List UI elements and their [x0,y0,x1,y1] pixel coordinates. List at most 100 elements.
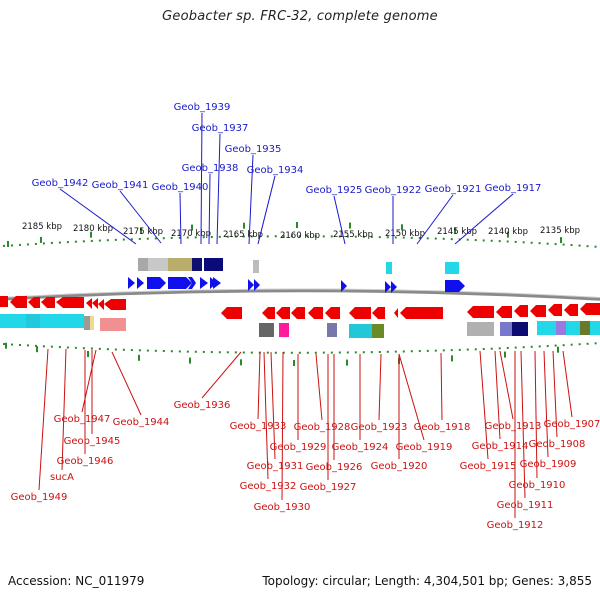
scale-tick-label: 2180 kbp [73,224,113,234]
gene-label: Geob_1918 [414,422,471,433]
gene-label: Geob_1931 [247,461,304,472]
gene-arrow-reverse [394,308,398,318]
gene-label-leader [61,348,67,471]
gene-label: Geob_1930 [254,502,311,513]
annotation-box [148,258,168,271]
scale-tick-label: 2185 kbp [22,222,62,232]
gene-label: Geob_1936 [174,400,231,411]
gene-label: Geob_1945 [64,436,121,447]
annotation-box [556,321,566,335]
annotation-box [90,316,94,330]
gene-label-leader [248,154,254,245]
gene-arrow-reverse [400,307,443,319]
gene-arrow-forward [341,280,347,292]
gene-arrow-reverse [276,307,290,319]
annotation-box [349,324,372,338]
gene-arrow-reverse [104,299,126,310]
gene-label: Geob_1914 [472,441,529,452]
gene-label: Geob_1940 [152,182,209,193]
gene-arrow-reverse [496,306,512,318]
gene-label-leader [479,350,489,460]
gene-arrow-reverse [580,303,594,315]
gene-arrow-reverse [514,305,528,317]
gene-label-leader [315,353,323,421]
gene-label-leader [257,351,261,420]
annotation-box [467,322,494,336]
genome-title: Geobacter sp. FRC-32, complete genome [162,9,438,24]
gene-arrow-forward [385,281,391,293]
gene-label: Geob_1949 [11,492,68,503]
annotation-box [279,323,289,337]
forward-gene-arrows [128,277,465,293]
gene-label-leader [200,112,203,245]
gene-label: Geob_1941 [92,180,149,191]
gene-label: Geob_1908 [529,439,586,450]
gene-label-leader [378,353,382,421]
gene-label: Geob_1935 [225,144,282,155]
gene-arrow-reverse [467,306,494,318]
gene-label-leader [257,175,276,245]
scale-dots-top [2,235,600,248]
gene-label: Geob_1924 [332,442,389,453]
gene-label: Geob_1932 [240,481,297,492]
gene-label-leader [201,351,242,399]
gene-arrow-forward [200,277,208,289]
gene-label: Geob_1910 [509,480,566,491]
gene-arrow-reverse [0,296,8,307]
scale-dots-bottom [2,342,600,354]
gene-arrow-reverse [10,296,27,308]
gene-label-leader [216,133,221,245]
forward-annotation-boxes [138,258,459,274]
reverse-annotation-boxes [0,314,600,338]
gene-label: Geob_1923 [351,422,408,433]
gene-label: Geob_1921 [425,184,482,195]
gene-arrow-reverse [564,304,578,316]
gene-arrow-reverse [349,307,371,319]
gene-arrow-reverse [56,297,84,308]
annotation-box [580,321,590,335]
gene-label: Geob_1927 [300,482,357,493]
gene-arrow-reverse [325,307,340,319]
annotation-box [372,324,384,338]
gene-label-leader [263,351,269,480]
accession-text: Accession: NC_011979 [8,574,145,588]
annotation-box [590,321,600,335]
scale-tick-label: 2150 kbp [385,229,425,239]
gene-label: Geob_1937 [192,123,249,134]
gene-label: Geob_1915 [460,461,517,472]
gene-arrow-forward [254,279,260,291]
gene-label: Geob_1907 [544,419,600,430]
annotation-box [40,314,84,328]
gene-arrow-reverse [92,298,98,309]
annotation-box [168,258,192,271]
gene-label: Geob_1909 [520,459,577,470]
gene-label: Geob_1919 [396,442,453,453]
gene-label: Geob_1920 [371,461,428,472]
gene-arrow-reverse [548,304,562,316]
gene-label-leader [499,350,514,420]
annotation-box [537,321,556,335]
annotation-box [566,321,580,335]
gene-label-leader [543,350,549,458]
gene-label: Geob_1942 [32,178,89,189]
gene-label-leader [208,173,211,245]
gene-label-leader [440,352,443,421]
gene-label: Geob_1925 [306,185,363,196]
scale-tick-label: 2155 kbp [333,230,373,240]
annotation-box [100,318,126,331]
gene-label-leader [552,350,558,438]
gene-arrow-forward [391,281,397,293]
gene-label-leader [333,195,346,245]
annotation-box [204,258,223,271]
scale-tick-label: 2145 kbp [437,227,477,237]
annotation-box [327,323,337,337]
gene-arrow-reverse [98,299,104,310]
gene-label: sucA [50,472,74,483]
scale-tick-label: 2140 kbp [488,227,528,237]
annotation-box [0,314,26,328]
gene-label-leader [59,188,137,245]
